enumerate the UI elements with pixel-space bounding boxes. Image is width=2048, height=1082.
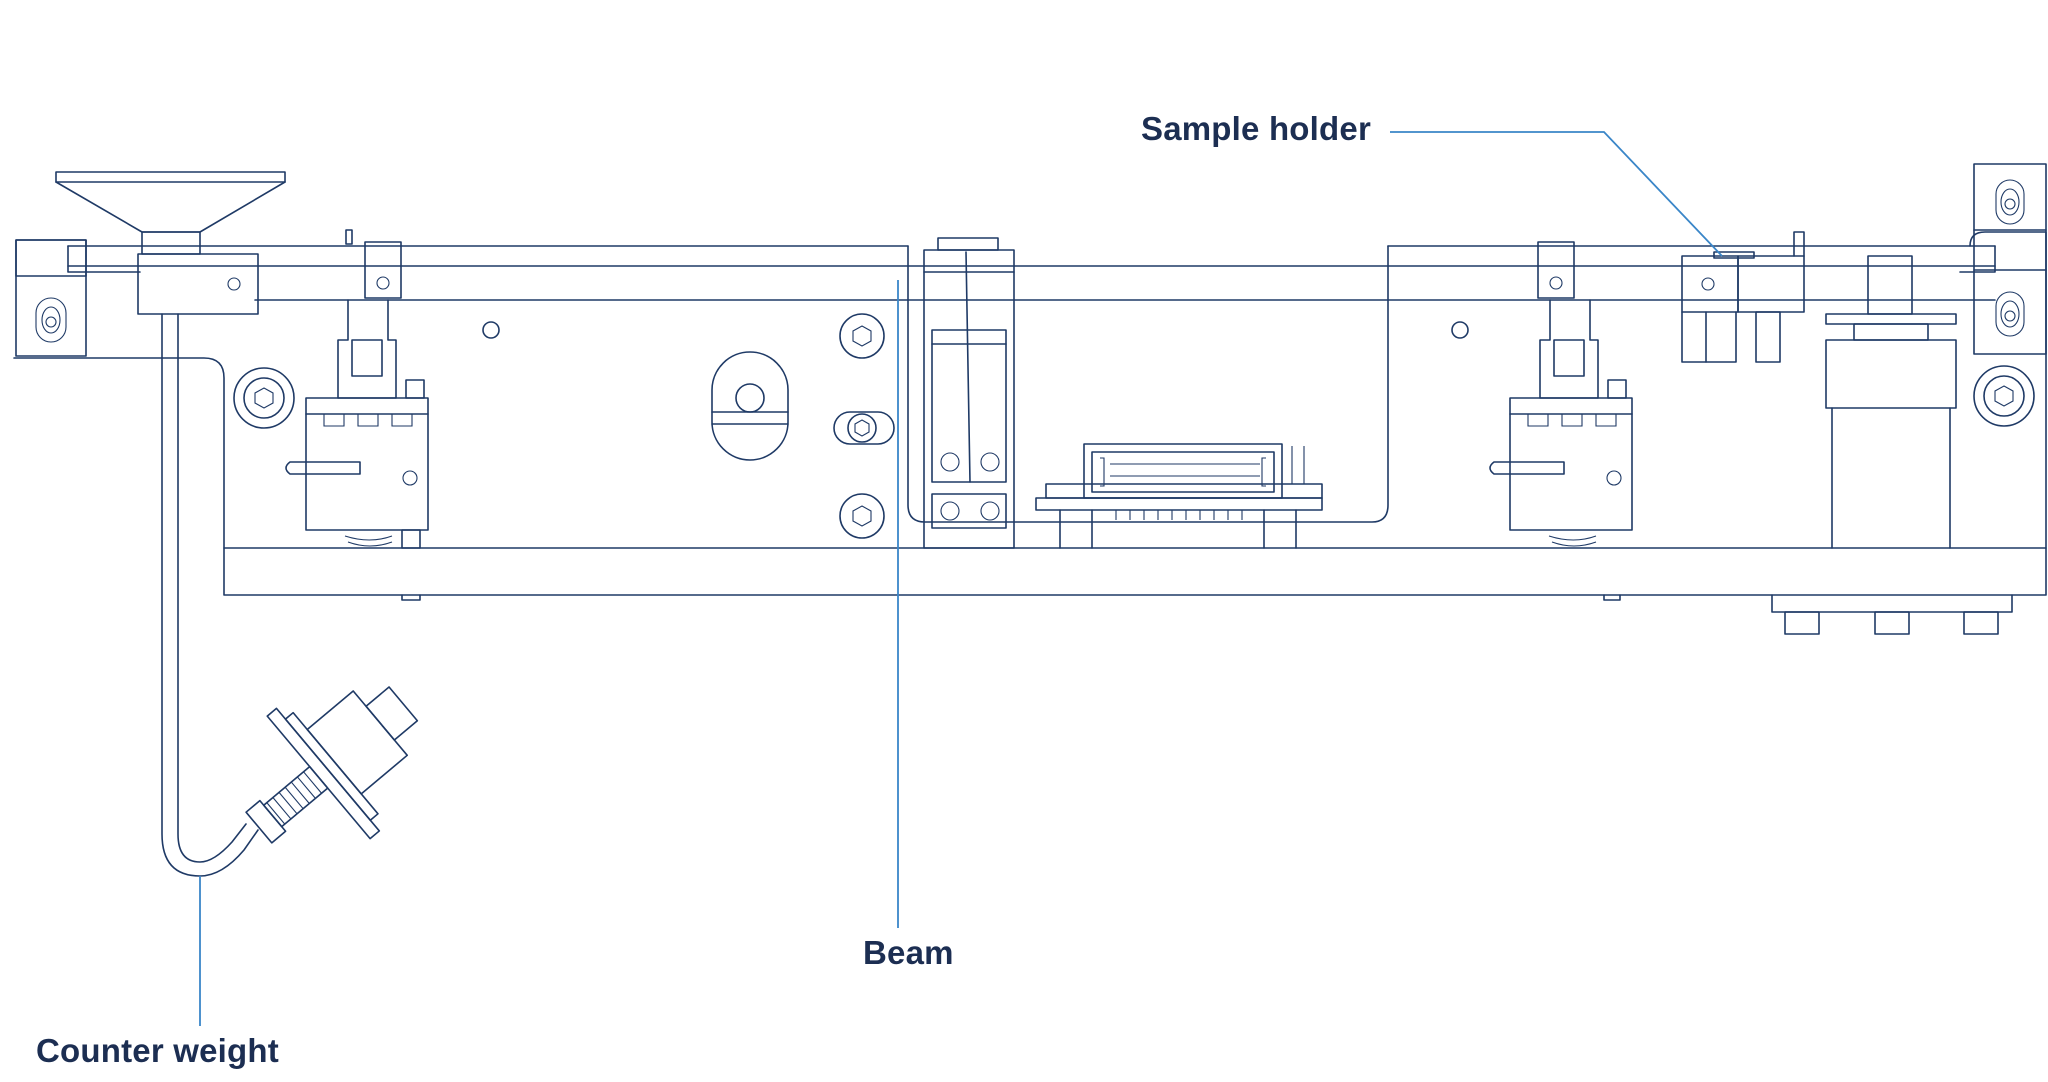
counter-weight <box>161 313 419 877</box>
left-switch <box>285 299 429 549</box>
center-screws <box>833 313 895 539</box>
counter-weight-label: Counter weight <box>36 1032 279 1069</box>
pivot-knob <box>711 351 789 461</box>
connector-board <box>1035 443 1323 549</box>
beam <box>67 245 1996 301</box>
pan <box>55 171 286 315</box>
sample-holder <box>1681 231 1805 363</box>
beam-label: Beam <box>863 934 954 971</box>
base-frame <box>13 231 2047 635</box>
load-cell <box>1825 255 1957 549</box>
right-switch <box>1489 299 1633 547</box>
left-post <box>345 229 402 299</box>
sample-holder-leader <box>1390 131 1723 257</box>
left-screw <box>233 367 295 429</box>
center-clamp <box>923 237 1015 549</box>
sample-holder-label: Sample holder <box>1141 110 1371 147</box>
left-end-block <box>15 239 87 357</box>
right-post <box>1537 241 1575 299</box>
mount-hole <box>482 321 500 339</box>
right-end-block <box>1973 163 2047 427</box>
mount-hole <box>1451 321 1469 339</box>
